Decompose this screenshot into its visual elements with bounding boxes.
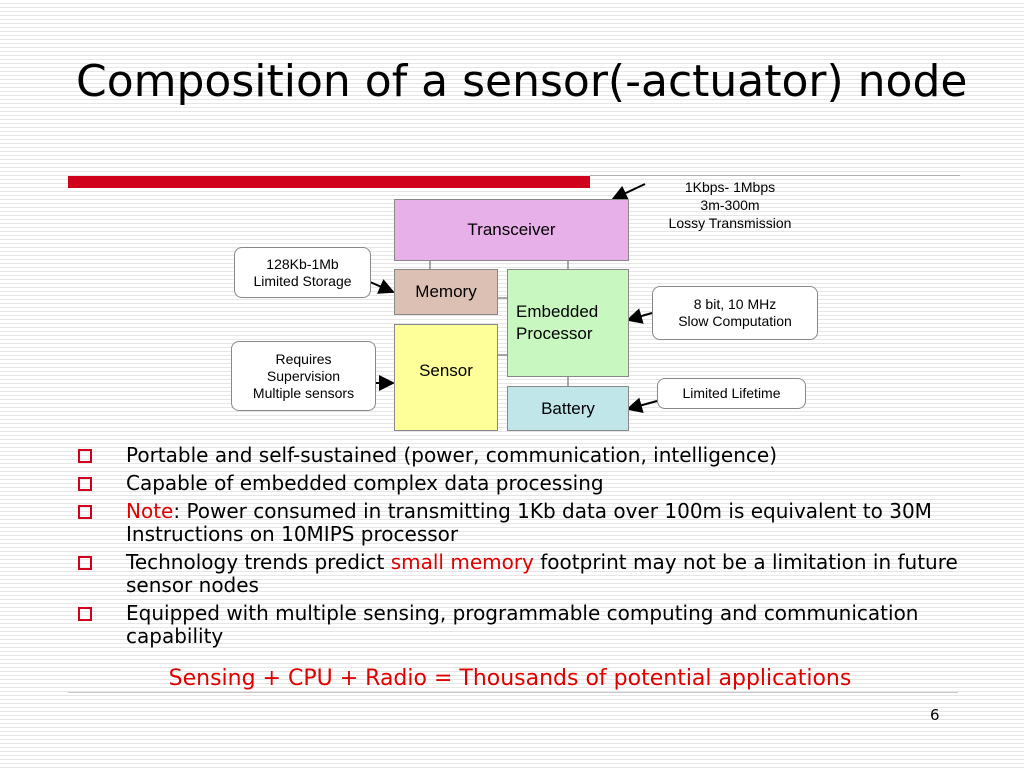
bullet-text: Equipped with multiple sensing, programm… [126,601,919,648]
battery-note: Limited Lifetime [657,378,806,409]
bullet-item: Technology trends predict small memory f… [76,551,976,597]
bullet-square-icon [78,505,92,519]
bullet-highlight: small memory [390,550,534,574]
bullet-text: Capable of embedded complex data process… [126,471,604,495]
bullet-item: Portable and self-sustained (power, comm… [76,444,976,467]
bullet-item: Equipped with multiple sensing, programm… [76,602,976,648]
bullet-text-start: Technology trends predict [126,550,391,574]
sensor-node-diagram: Transceiver Memory Embedded Processor Se… [231,179,818,431]
embedded-processor-block: Embedded Processor [507,269,629,377]
bullet-text-end: footprint may not be a limitation in fut… [126,550,958,597]
slide-title: Composition of a sensor(-actuator) node [76,56,968,107]
title-underline-red [68,176,590,188]
bullet-item: Note: Power consumed in transmitting 1Kb… [76,500,976,546]
page-number: 6 [930,706,940,724]
bullet-item: Capable of embedded complex data process… [76,472,976,495]
sensor-block: Sensor [394,324,498,431]
transceiver-block: Transceiver [394,199,629,261]
bullet-text: Portable and self-sustained (power, comm… [126,443,777,467]
arrow-transceiver-note [611,183,646,201]
transceiver-note: 1Kbps- 1Mbps 3m-300m Lossy Transmission [668,179,792,231]
memory-note: 128Kb-1Mb Limited Storage [234,247,371,298]
sensor-note: Requires Supervision Multiple sensors [231,341,376,411]
bullet-square-icon [78,607,92,621]
arrow-battery-note [626,397,658,413]
arrow-memory-note [369,279,395,294]
note-label: Note [126,499,174,523]
processor-note: 8 bit, 10 MHz Slow Computation [652,286,818,340]
bullet-square-icon [78,449,92,463]
footer-divider [68,692,958,693]
slide-tagline: Sensing + CPU + Radio = Thousands of pot… [168,666,852,691]
bullet-square-icon [78,477,92,491]
memory-block: Memory [394,269,498,315]
battery-block: Battery [507,386,629,431]
diagram-connectors [369,183,658,413]
bullet-text: : Power consumed in transmitting 1Kb dat… [126,499,932,546]
title-underline-gray [590,175,960,176]
arrow-processor-note [626,308,653,324]
bullet-square-icon [78,556,92,570]
bullet-list: Portable and self-sustained (power, comm… [76,444,976,653]
